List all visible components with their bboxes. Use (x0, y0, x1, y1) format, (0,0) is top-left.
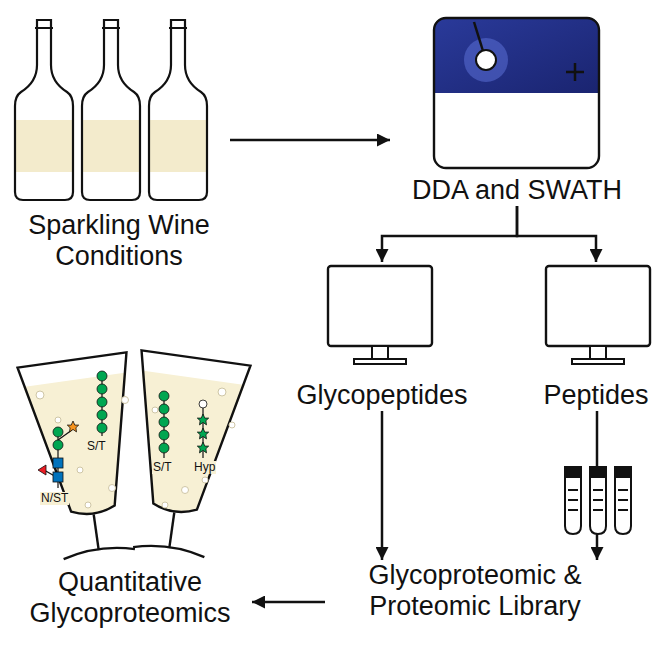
mass-spectrometer (434, 18, 599, 168)
icon-node: Glycopeptides (287, 262, 477, 411)
node-label: Quantitative Glycoproteomics (8, 567, 252, 629)
bubbles (109, 485, 116, 492)
wine-glasses (18, 352, 154, 561)
wine-bottles (82, 20, 140, 200)
glycan-left (38, 371, 107, 488)
wine-glasses (114, 350, 250, 559)
wine-glasses (18, 352, 154, 561)
site-label: Hyp (193, 461, 216, 474)
bubbles (36, 388, 235, 508)
glycan-left (53, 427, 63, 437)
flow-arrow (252, 601, 325, 604)
glycan-left (53, 458, 63, 468)
icon-node: Peptides (532, 262, 660, 411)
sample-vials (564, 466, 582, 534)
bubbles (162, 502, 168, 508)
bubbles (218, 388, 226, 396)
bubbles (202, 477, 208, 483)
glycan-right (159, 430, 169, 440)
flow-arrow (382, 206, 517, 262)
site-label: S/T (152, 461, 173, 474)
wine-glasses (18, 350, 251, 561)
glycan-left (53, 440, 63, 450)
icon-node: Quantitative Glycoproteomics (8, 345, 252, 629)
glycan-left (97, 384, 107, 394)
glycan-left (67, 421, 78, 432)
bubbles (152, 407, 158, 413)
mass-spectrometer (434, 18, 599, 93)
wine-glasses (114, 350, 250, 559)
computer-monitors (328, 266, 432, 364)
icon-node: DDA and SWATH (390, 15, 644, 206)
mass-spectrometer (476, 50, 496, 70)
mass-spectrometer (574, 63, 577, 81)
icon-node: Sparkling Wine Conditions (8, 15, 230, 272)
mass-spectrometer (434, 18, 599, 168)
computer-monitors (546, 266, 650, 364)
glycan-left (38, 465, 46, 475)
wine-bottles (149, 20, 207, 200)
node-label: Sparkling Wine Conditions (8, 210, 230, 272)
bubbles (229, 422, 235, 428)
bubbles (85, 502, 91, 508)
bubbles (122, 397, 129, 404)
flow-arrow (517, 206, 596, 262)
glycan-right (159, 404, 169, 414)
glycan-right (197, 428, 208, 439)
mass-spectrometer (464, 38, 508, 82)
node-label: Glycopeptides (287, 380, 477, 411)
glycan-left (97, 397, 107, 407)
glycan-right (159, 391, 169, 401)
glycan-right (199, 400, 207, 408)
bubbles (182, 487, 189, 494)
bubbles (77, 467, 83, 473)
mass-spectrometer (474, 22, 483, 51)
sample-vials (614, 466, 632, 534)
computer-monitors (328, 266, 650, 364)
glycan-right (159, 443, 169, 453)
glycan-right (197, 414, 208, 425)
node-label: DDA and SWATH (390, 175, 644, 206)
glycan-right (159, 417, 169, 427)
site-label: N/ST (40, 492, 69, 505)
icon-node: Glycoproteomic & Proteomic Library (325, 560, 625, 622)
glycan-left (97, 410, 107, 420)
node-label: Glycoproteomic & Proteomic Library (325, 560, 625, 622)
glycan-right (197, 442, 208, 453)
glycan-left (97, 423, 107, 433)
wine-bottles (15, 20, 207, 200)
sample-vials (564, 466, 632, 534)
flow-arrow (230, 139, 390, 142)
flow-arrow (381, 411, 384, 560)
wine-bottles (15, 20, 73, 200)
bubbles (55, 417, 61, 423)
glycan-right (159, 391, 209, 458)
site-label: S/T (86, 440, 107, 453)
glycan-left (53, 472, 63, 482)
sample-vials (589, 466, 607, 534)
node-label: Peptides (532, 380, 660, 411)
glycan-left (97, 371, 107, 381)
bubbles (36, 391, 44, 399)
